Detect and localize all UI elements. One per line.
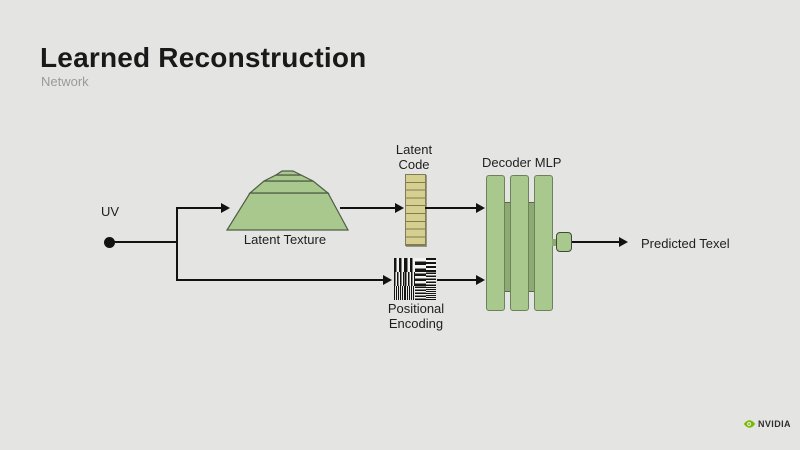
posenc-cell [425,286,436,300]
arrowhead-positional-encoding [383,275,392,285]
mlp-output-node [556,232,572,252]
mlp-hidden-connector [529,202,535,292]
posenc-cell [425,272,436,286]
uv-input-label: UV [100,204,120,219]
posenc-cell [404,286,415,300]
arrowhead-latent-texture [221,203,230,213]
posenc-cell [425,258,436,272]
nvidia-wordmark: NVIDIA [758,419,791,429]
latent-texture-label: Latent Texture [243,232,327,247]
posenc-cell [394,286,405,300]
line-to-predicted-texel [572,241,620,243]
posenc-cell [394,272,405,286]
arrowhead-predicted-texel [619,237,628,247]
line-latent-code-to-decoder [425,207,477,209]
arrowhead-decoder-top [476,203,485,213]
mlp-layer-bar [510,175,529,311]
positional-encoding-label: Positional Encoding [387,301,445,331]
arrowhead-latent-code [395,203,404,213]
page-title: Learned Reconstruction [40,42,367,73]
posenc-cell [394,258,405,272]
posenc-cell [415,272,426,286]
mlp-output-connector [552,239,557,246]
arrowhead-decoder-bottom [476,275,485,285]
line-branch-to-latent-texture [176,207,222,209]
latent-code-label: Latent Code [395,142,433,172]
nvidia-eye-icon [743,420,756,428]
line-branch-to-positional-encoding [176,279,384,281]
line-latent-texture-to-latent-code [340,207,396,209]
mlp-layer-bar [486,175,505,311]
line-branch-vertical [176,207,178,281]
positional-encoding-block [394,258,436,300]
line-positional-encoding-to-decoder [437,279,477,281]
mlp-layer-bar [534,175,553,311]
mlp-hidden-connector [505,202,511,292]
line-uv-to-branch [109,241,177,243]
latent-code-vector [405,174,426,246]
posenc-cell [404,258,415,272]
posenc-cell [415,258,426,272]
decoder-mlp-label: Decoder MLP [482,155,562,170]
predicted-texel-label: Predicted Texel [641,236,730,251]
posenc-cell [404,272,415,286]
posenc-cell [415,286,426,300]
latent-texture-pyramid [225,170,349,231]
page-subtitle: Network [41,74,89,89]
